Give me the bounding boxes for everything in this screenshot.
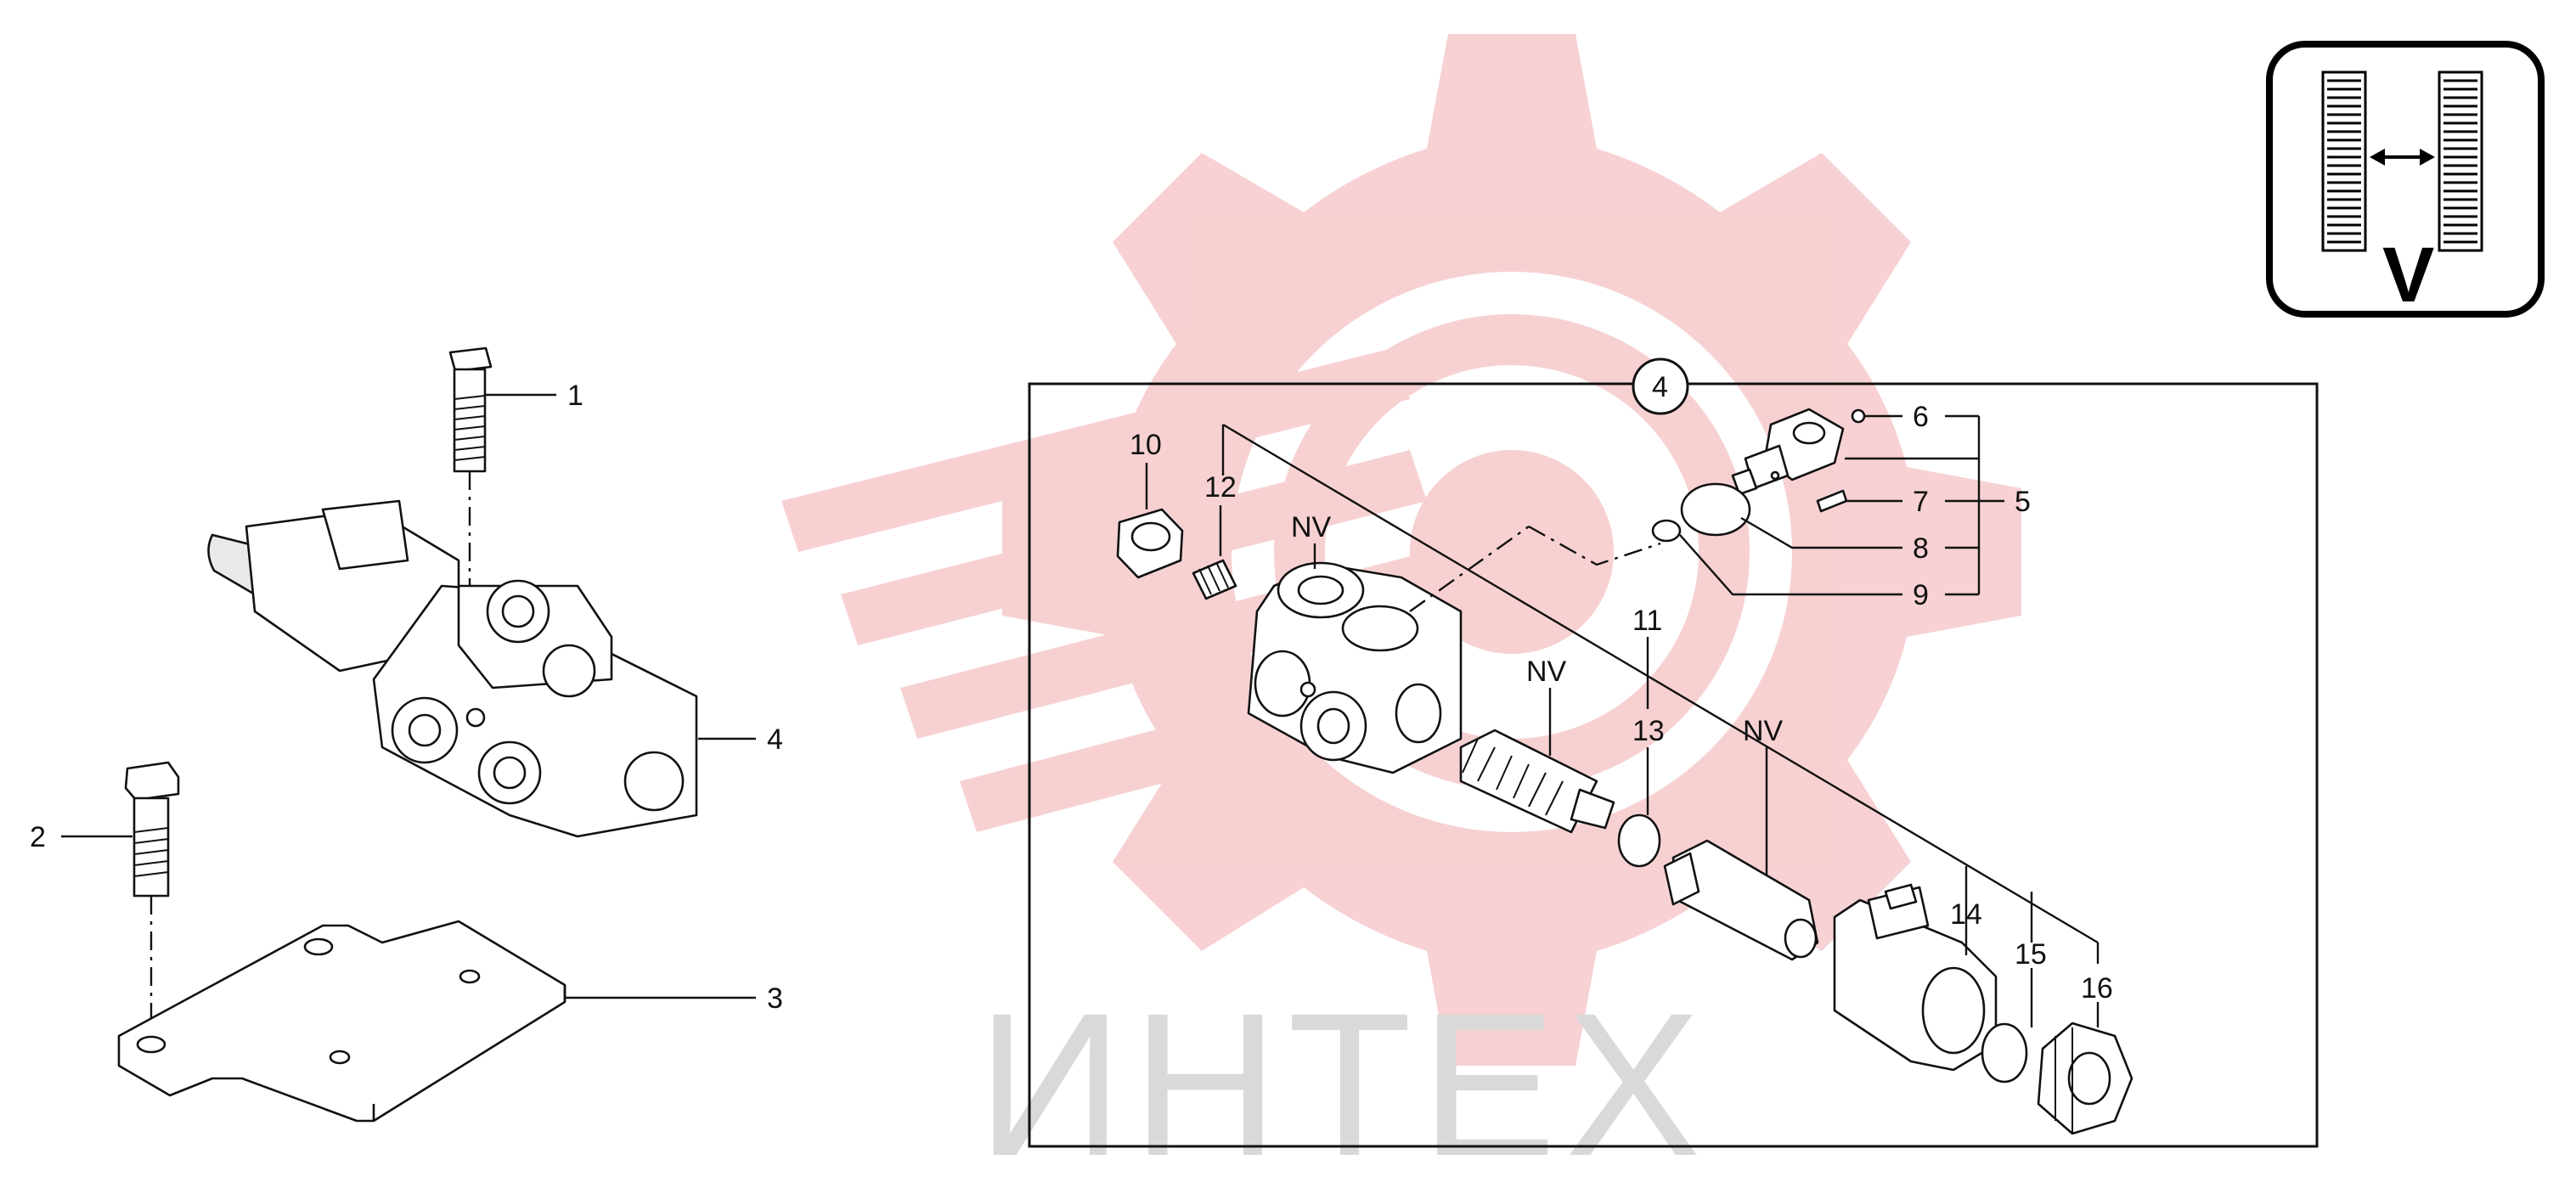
bolt-part-2 — [124, 761, 180, 1040]
nut-part-16 — [2037, 1022, 2134, 1135]
pin-part-7 — [1816, 489, 1848, 513]
callout-label: 4 — [1652, 371, 1668, 403]
callout-label: 12 — [1204, 471, 1237, 504]
cap-part-10 — [1116, 508, 1184, 579]
callout-label: 16 — [2081, 972, 2113, 1005]
callout-8: 8 — [1740, 516, 1929, 565]
callout-nv-3: NV — [1743, 715, 1784, 875]
symbol-barcode-left — [2321, 70, 2367, 252]
callout-label: 10 — [1130, 429, 1162, 461]
callout-label: 1 — [567, 380, 583, 412]
callout-nv-2: NV — [1526, 656, 1567, 756]
callout-16: 16 — [2081, 943, 2113, 1027]
callout-9: 9 — [1679, 534, 1929, 611]
callout-label: 7 — [1913, 486, 1929, 518]
callout-nv-1: NV — [1291, 511, 1332, 569]
callout-label: 6 — [1913, 401, 1929, 433]
callout-label: 13 — [1632, 715, 1665, 747]
mounting-plate-part-3 — [117, 920, 566, 1123]
callout-label: 2 — [30, 821, 46, 853]
callout-label: NV — [1526, 656, 1567, 688]
dash-leader-valve-to-port — [1409, 526, 1530, 612]
callout-11-13: 11 13 — [1632, 605, 1665, 815]
valve-body-part-4 — [207, 499, 698, 838]
callout-label: 9 — [1913, 579, 1929, 611]
callout-label: 8 — [1913, 532, 1929, 565]
watermark-gear-logo — [781, 34, 2021, 1066]
spring-part-12 — [1192, 559, 1237, 600]
callout-label: NV — [1291, 511, 1332, 543]
symbol-barcode-right — [2438, 70, 2483, 252]
callout-1: 1 — [486, 380, 583, 412]
callout-label: 14 — [1950, 898, 1982, 931]
callout-5: 5 — [1845, 414, 2031, 596]
valve-symbol-box: V — [2266, 41, 2545, 318]
callout-3: 3 — [565, 982, 783, 1015]
main-leader-line — [1222, 423, 2099, 944]
callout-6: 6 — [1865, 401, 1929, 433]
watermark-text: ИНТЕХ — [977, 971, 1710, 1182]
callout-7: 7 — [1847, 486, 1929, 518]
spool-cartridge-nv — [1459, 729, 1615, 834]
callout-label: 3 — [767, 982, 783, 1015]
oring-part-8 — [1680, 482, 1751, 537]
callout-label: 11 — [1632, 605, 1662, 637]
callout-label: 4 — [767, 723, 783, 756]
solenoid-tube-nv — [1663, 839, 1819, 961]
oring-part-13 — [1617, 813, 1661, 868]
symbol-letter: V — [2382, 232, 2434, 318]
callout-4: 4 — [698, 723, 783, 756]
plug-part-5 — [1731, 408, 1845, 496]
ball-part-6 — [1851, 408, 1866, 424]
callout-2: 2 — [30, 821, 132, 853]
oring-part-15 — [1981, 1022, 2028, 1084]
detail-group-label: 4 — [1632, 357, 1689, 415]
oring-part-9 — [1651, 519, 1682, 543]
double-arrow-icon — [2370, 149, 2435, 166]
callout-10: 10 — [1130, 429, 1162, 509]
detail-valve-body — [1247, 561, 1463, 774]
callout-label: 15 — [2015, 938, 2047, 971]
callout-12: 12 — [1204, 471, 1237, 556]
callout-15: 15 — [2015, 892, 2047, 1027]
callout-14: 14 — [1950, 866, 1982, 955]
callout-label: NV — [1743, 715, 1784, 747]
callout-label: 5 — [2015, 486, 2031, 518]
